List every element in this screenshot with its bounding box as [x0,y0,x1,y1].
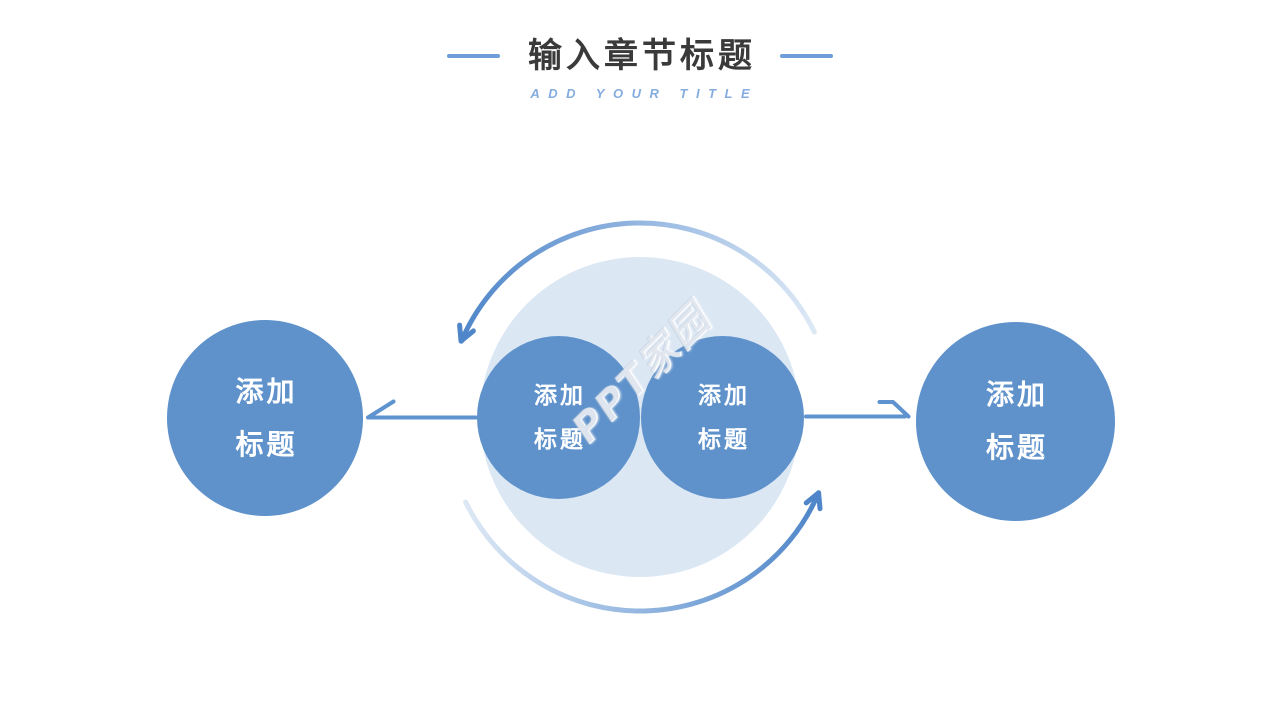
node-label-line1: 添加 [985,379,1048,410]
right-arrowhead-icon [877,400,911,419]
node-label-line2: 标题 [534,426,586,452]
node-label-line2: 标题 [698,426,750,452]
node-center-left: 添加 标题 [477,336,640,499]
node-outer-right: 添加 标题 [916,322,1115,521]
node-label-line1: 添加 [534,382,586,408]
page-title: 输入章节标题 [528,37,756,75]
node-label-line1: 添加 [235,375,298,407]
title-dash-right [780,54,833,58]
left-arrowhead-icon [366,399,396,420]
title-dash-left [447,54,500,58]
cycle-arc-bottom-arrowhead-icon [803,490,823,512]
node-center-right: 添加 标题 [641,336,804,499]
slide-header: 输入章节标题 [0,38,1280,74]
node-outer-left: 添加 标题 [167,320,363,516]
cycle-arc-top-arrowhead-icon [457,322,476,344]
node-label-line2: 标题 [985,432,1048,463]
node-label-line1: 添加 [698,382,750,408]
node-label-line2: 标题 [235,428,298,460]
page-subtitle: ADD YOUR TITLE [530,86,759,101]
